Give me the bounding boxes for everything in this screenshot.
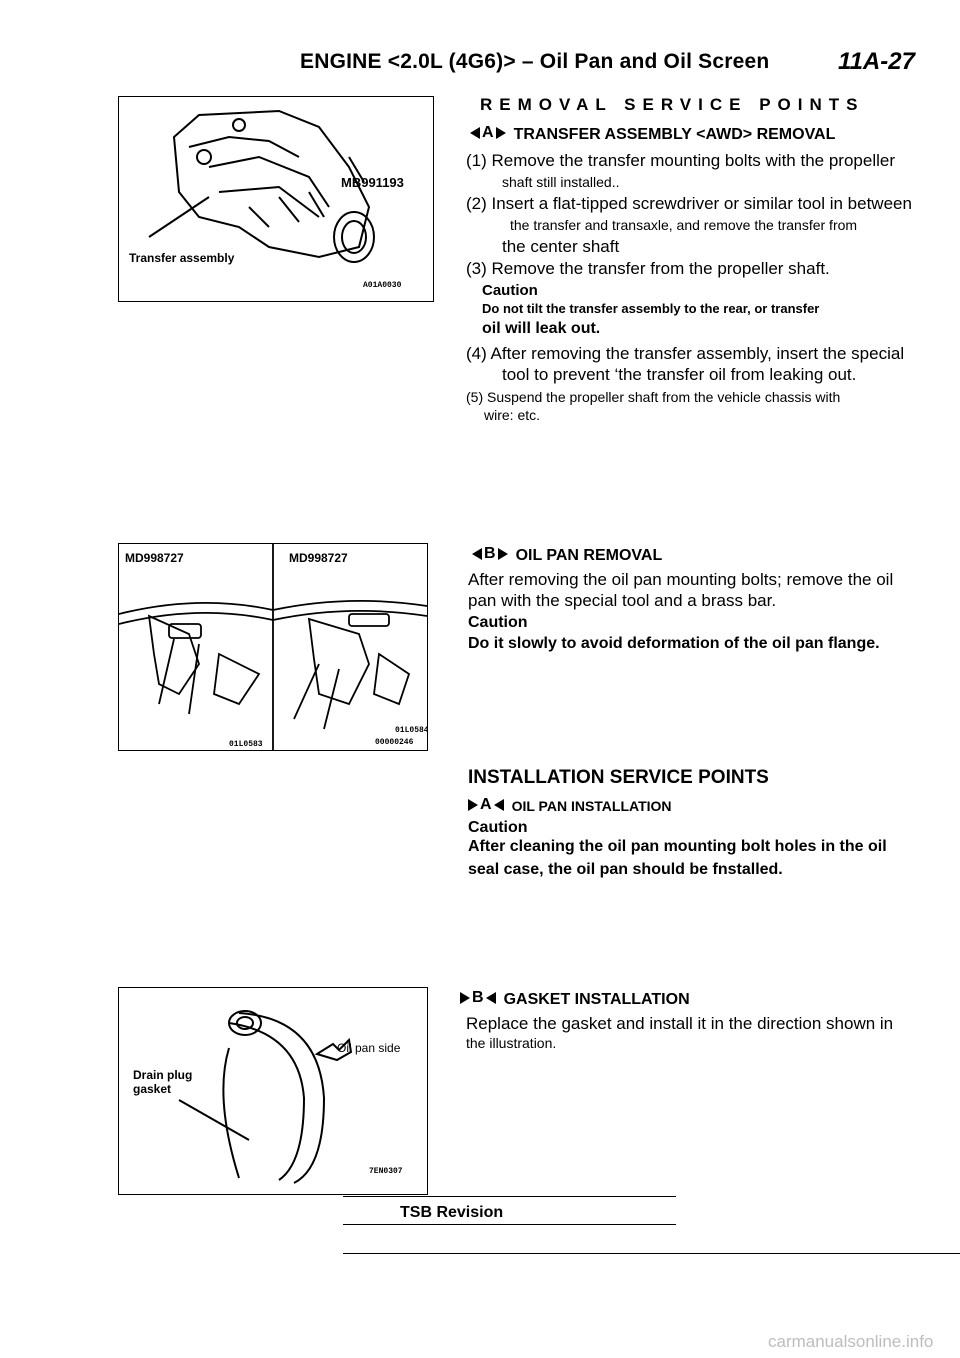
removal-a-caution-label: Caution	[482, 282, 538, 299]
right-triangle-icon	[495, 127, 506, 139]
page-number: 11A-27	[838, 48, 915, 75]
right-triangle-icon	[468, 799, 478, 811]
oil-pan-side-label: Oil pan side	[337, 1041, 401, 1055]
installation-a-title: OIL PAN INSTALLATION	[511, 798, 672, 814]
removal-a-step3: (3) Remove the transfer from the propell…	[466, 259, 830, 278]
figure-code-right-2: 00000246	[375, 738, 414, 747]
installation-b-title-row: B GASKET INSTALLATION	[460, 989, 690, 1009]
removal-b-title: OIL PAN REMOVAL	[515, 547, 663, 564]
gasket-illustration: Oil pan side Drain plug gasket 7EN0307	[133, 1010, 403, 1184]
removal-b-caution-label: Caution	[468, 614, 528, 631]
removal-b-body-line2: pan with the special tool and a brass ba…	[468, 591, 777, 610]
removal-a-step5-line2: wire: etc.	[484, 407, 541, 423]
installation-a-title-row: A OIL PAN INSTALLATION	[468, 796, 672, 816]
transfer-assembly-illustration: MB991193 Transfer assembly A01A0030	[129, 109, 404, 290]
removal-a-step1-line2: shaft still installed..	[502, 174, 620, 190]
removal-a-step5-line1: (5) Suspend the propeller shaft from the…	[466, 389, 841, 405]
removal-a-marker: A	[470, 124, 506, 142]
removal-a-caution-line1: Do not tilt the transfer assembly to the…	[482, 301, 820, 316]
left-triangle-icon	[472, 548, 482, 560]
removal-a-step1-line1: (1) Remove the transfer mounting bolts w…	[466, 151, 895, 170]
transfer-assembly-label: Transfer assembly	[129, 251, 235, 265]
watermark: carmanualsonline.info	[768, 1332, 934, 1351]
removal-b-title-row: B OIL PAN REMOVAL	[472, 545, 662, 565]
removal-a-step4-line1: (4) After removing the transfer assembly…	[466, 344, 905, 363]
removal-b-caution-line1: Do it slowly to avoid deformation of the…	[468, 635, 880, 652]
left-triangle-icon	[470, 127, 480, 139]
installation-a-caution-line1: After cleaning the oil pan mounting bolt…	[468, 838, 887, 855]
figure-code-right-1: 01L0584	[395, 726, 427, 735]
installation-heading: INSTALLATION SERVICE POINTS	[468, 767, 769, 788]
right-triangle-icon	[460, 992, 470, 1004]
removal-a-step2-line1: (2) Insert a flat-tipped screwdriver or …	[466, 194, 912, 213]
removal-a-step2-line2: the transfer and transaxle, and remove t…	[510, 217, 858, 233]
right-triangle-icon	[497, 548, 508, 560]
removal-b-marker: B	[472, 545, 508, 563]
figure-code: 7EN0307	[369, 1167, 403, 1176]
removal-heading: REMOVAL SERVICE POINTS	[480, 95, 865, 114]
page-bottom-rule	[343, 1253, 960, 1254]
figure-transfer-assembly: MB991193 Transfer assembly A01A0030	[118, 96, 434, 302]
tool-number-left: MD998727	[125, 551, 184, 565]
removal-a-step4-line2: tool to prevent ‘the transfer oil from l…	[502, 365, 857, 384]
installation-b-title: GASKET INSTALLATION	[503, 991, 690, 1008]
figure-code: A01A0030	[363, 281, 402, 290]
left-triangle-icon	[493, 799, 504, 811]
page-header: ENGINE <2.0L (4G6)> – Oil Pan and Oil Sc…	[0, 48, 960, 86]
removal-b-body-line1: After removing the oil pan mounting bolt…	[468, 570, 894, 589]
removal-a-step2-line3: the center shaft	[502, 237, 620, 256]
drain-plug-gasket-label: Drain plug gasket	[133, 1068, 193, 1096]
part-number-label: MB991193	[341, 175, 404, 190]
installation-b-body-line1: Replace the gasket and install it in the…	[466, 1014, 894, 1033]
removal-a-title-row: A TRANSFER ASSEMBLY <AWD> REMOVAL	[470, 124, 835, 144]
installation-b-body-line2: the illustration.	[466, 1035, 557, 1051]
removal-a-caution-line2: oil will leak out.	[482, 320, 601, 337]
removal-a-title: TRANSFER ASSEMBLY <AWD> REMOVAL	[513, 126, 836, 143]
figure-code-left: 01L0583	[229, 740, 263, 749]
figure-gasket: Oil pan side Drain plug gasket 7EN0307	[118, 987, 428, 1195]
installation-a-caution-label: Caution	[468, 819, 528, 836]
oil-pan-removal-illustration: MD998727 MD998727 01L0583 01L0584 000002…	[119, 544, 427, 750]
page-title: ENGINE <2.0L (4G6)> – Oil Pan and Oil Sc…	[300, 50, 770, 73]
left-triangle-icon	[485, 992, 496, 1004]
tool-number-right: MD998727	[289, 551, 348, 565]
tsb-revision-label: TSB Revision	[400, 1204, 504, 1221]
installation-b-marker: B	[460, 989, 496, 1007]
figure-oil-pan-removal: MD998727 MD998727 01L0583 01L0584 000002…	[118, 543, 428, 751]
footer-top-rule	[343, 1196, 676, 1197]
footer-bottom-rule	[343, 1224, 676, 1225]
installation-a-marker: A	[468, 796, 504, 814]
installation-a-caution-line2: seal case, the oil pan should be fnstall…	[468, 861, 783, 878]
